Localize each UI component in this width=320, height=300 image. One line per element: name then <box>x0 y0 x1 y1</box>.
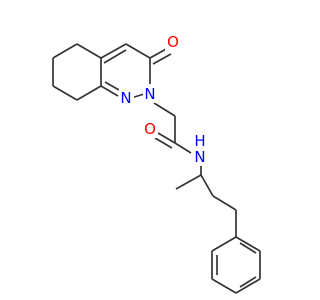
double-bond <box>239 242 257 254</box>
atom-label-background <box>192 132 209 148</box>
bond <box>52 85 78 101</box>
chemical-structure-diagram: O N N O N H <box>52 33 261 294</box>
double-bond <box>157 132 176 144</box>
bond <box>174 142 192 154</box>
bond <box>235 278 261 294</box>
bond <box>212 195 237 211</box>
bond <box>211 278 237 294</box>
hydrogen-amide-label: H <box>194 132 205 150</box>
atom-label-background <box>142 120 158 138</box>
bond <box>125 43 151 59</box>
double-bond <box>239 276 257 288</box>
nitrogen-ring-1-label: N <box>120 89 131 107</box>
atom-label-background <box>143 85 158 103</box>
double-bond <box>152 53 172 65</box>
bond <box>52 43 78 59</box>
atom-label-background <box>165 33 181 51</box>
atom-labels: O N N O N H <box>119 33 209 166</box>
bond-layer <box>52 43 261 294</box>
double-bond <box>103 49 127 64</box>
bond <box>100 43 127 59</box>
nitrogen-amide-label: N <box>194 148 205 166</box>
double-bond <box>154 137 173 149</box>
bond <box>200 174 214 197</box>
double-bond <box>100 85 119 97</box>
bond <box>76 43 102 59</box>
bond <box>235 236 261 252</box>
bond <box>153 102 176 117</box>
double-bond <box>104 81 120 91</box>
atom-label-background <box>119 89 134 107</box>
nitrogen-ring-2-label: N <box>144 85 155 103</box>
atom-label-background <box>192 148 209 165</box>
oxygen-ketone-label: O <box>167 33 179 51</box>
oxygen-amide-label: O <box>144 120 156 138</box>
bond <box>76 85 102 101</box>
bond <box>175 174 202 190</box>
bond <box>211 236 237 252</box>
